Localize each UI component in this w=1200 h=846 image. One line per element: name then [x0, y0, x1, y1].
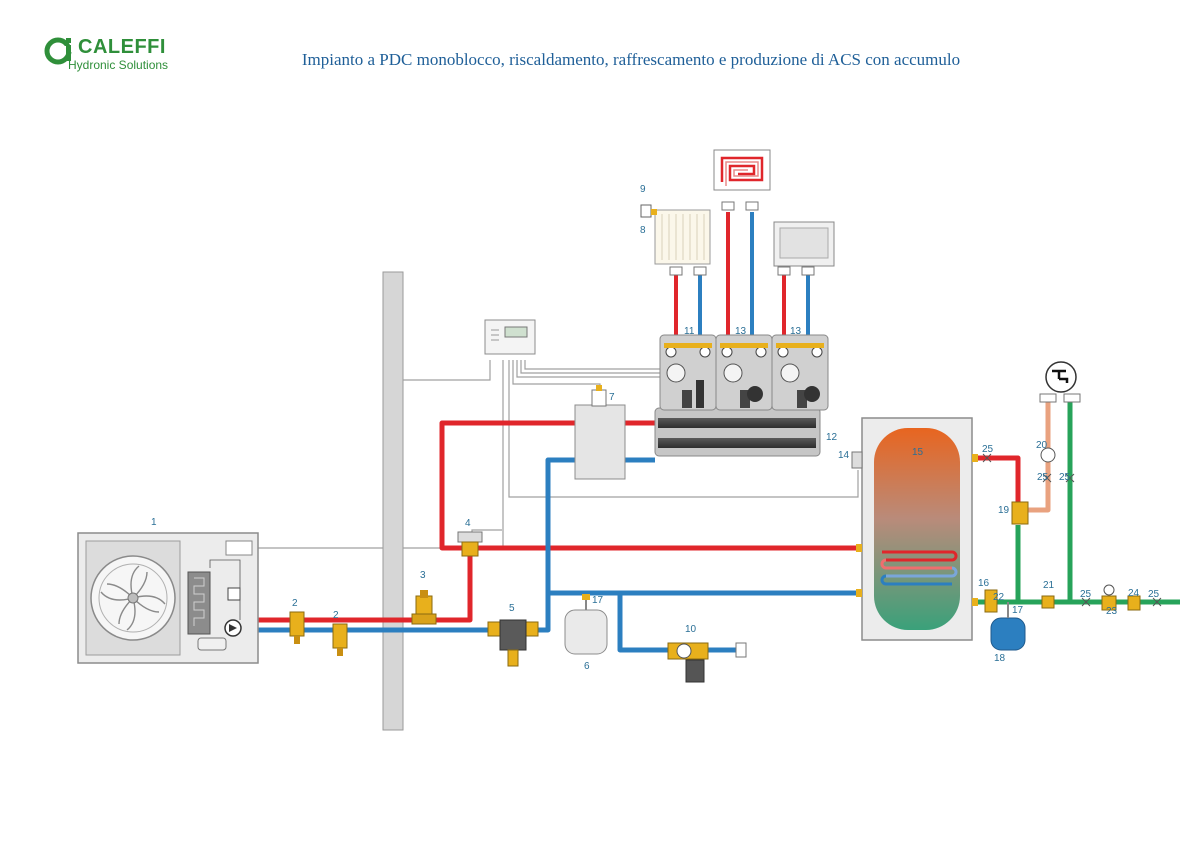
label-11: 11: [684, 326, 695, 337]
label-19: 19: [998, 505, 1010, 516]
thermometer: [1040, 447, 1056, 463]
expansion-tank: [564, 594, 608, 655]
label-6: 6: [584, 661, 590, 672]
valve-filter: [289, 611, 305, 644]
pump-group: [659, 334, 717, 411]
label-25a: 25: [982, 444, 994, 455]
pressure-reducer: [1101, 584, 1117, 611]
wall: [382, 271, 404, 731]
label-21: 21: [1043, 580, 1055, 591]
controller-unit: [484, 319, 536, 355]
air-vent: [411, 590, 437, 625]
label-20: 20: [1036, 440, 1048, 451]
label-15: 15: [912, 447, 924, 458]
label-5: 5: [509, 603, 515, 614]
radiator-icon: [640, 204, 711, 276]
diverter-valve: [457, 531, 483, 557]
label-25d: 25: [1080, 589, 1092, 600]
filling-unit: [667, 642, 747, 683]
valve-filter: [332, 623, 348, 656]
label-25c: 25: [1059, 472, 1071, 483]
pump-group: [715, 334, 773, 411]
label-25e: 25: [1148, 589, 1160, 600]
label-13b: 13: [790, 326, 802, 337]
page-title: Impianto a PDC monoblocco, riscaldamento…: [301, 50, 961, 69]
label-13a: 13: [735, 326, 747, 337]
brand-tagline: Hydronic Solutions: [68, 58, 169, 72]
filter-valve: [1127, 595, 1141, 611]
label-9: 9: [640, 184, 646, 195]
label-18: 18: [994, 653, 1006, 664]
fan-icon: [90, 555, 176, 641]
label-4: 4: [465, 518, 471, 529]
shutoff-valve: [1041, 595, 1055, 609]
label-12: 12: [826, 432, 838, 443]
fan-coil-icon: [773, 221, 835, 276]
distribution-manifold: [654, 407, 821, 457]
label-23: 23: [1106, 606, 1118, 617]
brand-name: CALEFFI: [78, 36, 166, 58]
caleffi-logo-icon: [44, 37, 72, 65]
tap-icon: [1039, 361, 1081, 403]
label-22: 22: [993, 592, 1005, 603]
pump-group: [771, 334, 829, 411]
component-labels: 1 2 2 3 4 5 6 7 8 9 10 11 12 13 13 14 15…: [151, 184, 1160, 672]
label-24: 24: [1128, 588, 1140, 599]
label-3: 3: [420, 570, 426, 581]
label-8: 8: [640, 225, 646, 236]
hydraulic-separator: [574, 385, 626, 480]
caleffi-logo: CALEFFI Hydronic Solutions: [44, 36, 174, 76]
temperature-sensor: [851, 451, 863, 469]
label-1: 1: [151, 517, 157, 528]
dhw-expansion-tank: [990, 602, 1026, 651]
floor-heating-icon: [713, 149, 771, 211]
storage-tank: [856, 417, 978, 641]
label-17a: 17: [592, 595, 604, 606]
ball-valves: [982, 453, 1162, 607]
heat-pump-unit: [77, 532, 259, 664]
label-2a: 2: [292, 598, 298, 609]
dirt-separator: [487, 619, 539, 667]
dhw-pipes: [973, 400, 1180, 605]
label-17b: 17: [1012, 605, 1024, 616]
safety-valve: [984, 589, 998, 613]
label-7: 7: [609, 392, 615, 403]
label-25b: 25: [1037, 472, 1049, 483]
label-10: 10: [685, 624, 697, 635]
thermostatic-mixer: [1011, 501, 1029, 525]
label-14: 14: [838, 450, 850, 461]
circuit-pipes: [674, 212, 810, 335]
label-16: 16: [978, 578, 990, 589]
label-2b: 2: [333, 610, 339, 621]
supply-pipe-red: [258, 420, 860, 623]
